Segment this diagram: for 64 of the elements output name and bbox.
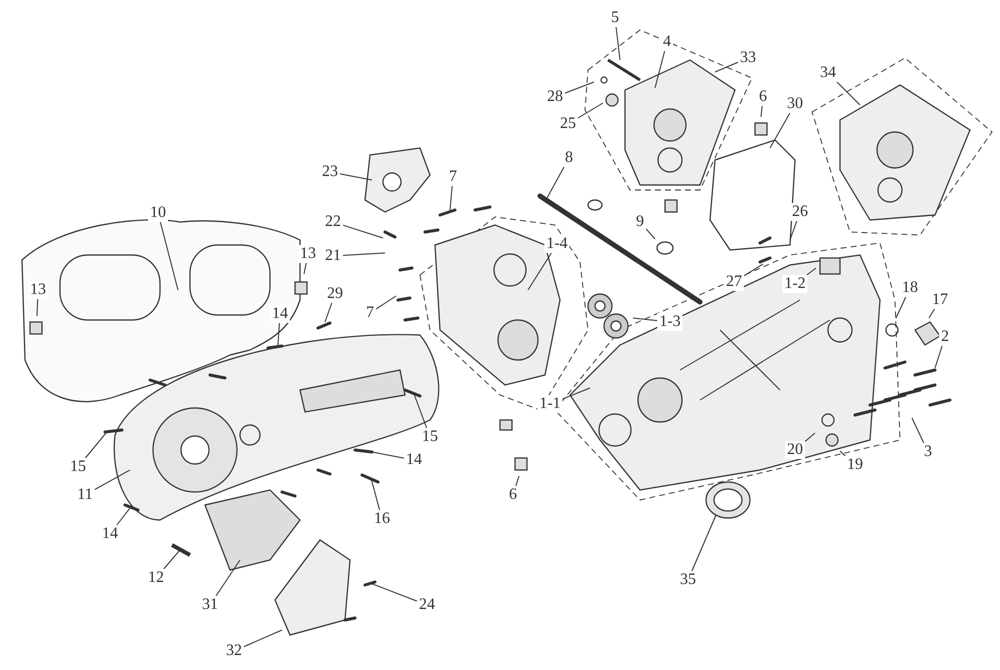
leader-line	[414, 394, 428, 428]
leader-line	[564, 82, 594, 94]
leader-line	[546, 166, 565, 198]
leader-line	[806, 268, 816, 276]
callout-number: 1-2	[782, 275, 808, 293]
callout-number: 2	[939, 328, 951, 346]
leader-line	[324, 302, 332, 322]
leader-line	[896, 296, 906, 318]
leader-line	[94, 470, 130, 490]
leader-line	[216, 560, 240, 596]
leader-line	[450, 186, 453, 210]
callout-number: 34	[818, 64, 838, 82]
callout-number: 17	[930, 291, 950, 309]
leader-line	[160, 222, 178, 290]
leader-line	[528, 252, 552, 290]
callout-number: 30	[785, 95, 805, 113]
leader-line	[912, 418, 924, 444]
leader-line	[278, 322, 280, 346]
leader-line	[934, 346, 943, 368]
leader-line	[632, 318, 658, 322]
callout-number: 9	[634, 213, 646, 231]
leader-line	[515, 476, 520, 486]
leader-line	[163, 550, 180, 570]
callout-number: 4	[661, 33, 673, 51]
leader-line	[760, 106, 763, 118]
leader-line	[714, 62, 738, 72]
callout-number: 27	[724, 273, 744, 291]
leader-line	[84, 432, 106, 458]
callout-number: 26	[790, 203, 810, 221]
leader-line	[616, 26, 620, 60]
leader-line	[376, 296, 396, 310]
leader-line	[770, 112, 790, 148]
leader-line	[340, 173, 372, 180]
callout-number: 1-3	[657, 313, 683, 331]
leader-line	[804, 432, 816, 442]
leader-line	[578, 102, 604, 118]
callout-number: 20	[785, 441, 805, 459]
leader-line	[342, 252, 386, 256]
leader-line	[840, 450, 846, 456]
leader-line	[116, 508, 130, 526]
leader-line	[342, 224, 384, 238]
leader-line	[790, 220, 798, 240]
leader-line	[304, 262, 307, 274]
callout-number: 10	[148, 204, 168, 222]
leader-line	[562, 388, 590, 400]
leader-line	[370, 582, 418, 602]
leader-line	[744, 264, 764, 276]
leader-line	[370, 478, 380, 510]
leader-line	[646, 228, 656, 240]
callout-number: 29	[325, 285, 345, 303]
leader-line	[691, 514, 716, 572]
callout-number: 18	[900, 279, 920, 297]
callout-number: 8	[563, 149, 575, 167]
leader-line	[244, 630, 282, 648]
callout-number: 1-4	[544, 235, 570, 253]
callout-number: 1-1	[537, 395, 563, 413]
callout-number: 13	[28, 281, 48, 299]
callout-number: 13	[298, 245, 318, 263]
leader-line	[372, 452, 404, 459]
leader-line	[654, 50, 666, 88]
leader-line	[836, 82, 860, 106]
leader-line	[36, 298, 38, 316]
leader-line	[928, 308, 935, 318]
callout-number: 14	[270, 305, 290, 323]
